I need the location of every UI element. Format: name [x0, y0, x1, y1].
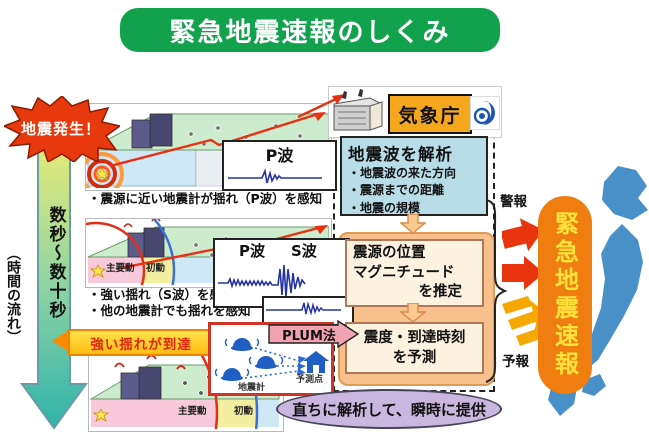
- panel-2-initial-motion-label: 初動: [146, 263, 166, 274]
- earthquake-start-label: 地震発生！: [20, 120, 101, 138]
- panel-2-main-motion-label: 主要動: [106, 263, 135, 274]
- analyze-title: 地震波を解析: [348, 145, 453, 164]
- plum-method-label: PLUM法: [282, 328, 336, 344]
- panel-2-s-wave-detected: [16, 191, 332, 351]
- analyze-bullet-2: ・震源までの距離: [348, 183, 445, 198]
- plum-arrow: [268, 320, 360, 348]
- other-waveform: [266, 301, 341, 316]
- p-s-waveform: [218, 264, 306, 298]
- analyze-box: 地震波を解析 ・地震波の来た方向 ・震源までの距離 ・地震の規模: [340, 136, 488, 216]
- output-brace: [485, 199, 508, 383]
- jma-agency-box: 気象庁: [388, 94, 472, 134]
- strong-shake-arrival-box: 強い揺れが到達: [68, 329, 214, 356]
- page-title: 緊急地震速報のしくみ: [120, 8, 500, 52]
- s-wave-label: S波: [291, 242, 317, 260]
- predict-line-2: を予測: [392, 350, 437, 367]
- analyze-bullet-3: ・地震の規模: [348, 200, 421, 215]
- seismometer-label: 地震計: [238, 383, 266, 393]
- estimate-line-3: を推定: [418, 284, 463, 301]
- warning-arrows-icon: [502, 218, 544, 290]
- note-ellipse: 直ちに解析して、瞬時に提供: [276, 389, 502, 429]
- panel-2-caption-2: ・他の地震計でも揺れを感知: [88, 303, 251, 318]
- analyze-bullet-1: ・地震波の来た方向: [348, 166, 457, 180]
- jma-building-icon: [333, 89, 383, 131]
- wave-to-jma-arrow: [297, 94, 345, 119]
- forecast-label: 予報: [502, 354, 529, 370]
- estimate-box: 震源の位置 マグニチュード を推定: [345, 239, 484, 307]
- predict-line-1: 震度・到達時刻: [363, 330, 466, 346]
- estimate-line-2: マグニチュード: [353, 264, 455, 281]
- plum-illustration: [214, 338, 329, 381]
- eew-label: 緊急地震速報: [550, 211, 579, 379]
- strong-shake-left-arrow: [52, 330, 69, 352]
- jma-logo-icon: [470, 96, 500, 130]
- panel-3-main-motion-label: 主要動: [178, 406, 207, 417]
- down-arrow-2: [400, 303, 426, 323]
- panel-2-caption-1: ・強い揺れ（S波）を感知: [88, 287, 235, 302]
- p-wave-box: P波: [222, 140, 337, 191]
- predict-box: 震度・到達時刻 を予測: [345, 322, 484, 374]
- p-wave-label: P波: [265, 146, 294, 165]
- eew-pill: 緊急地震速報: [538, 196, 592, 394]
- warning-label: 警報: [500, 194, 527, 210]
- p-wave-label-2: P波: [239, 242, 265, 260]
- timeline-flow-label: （時間の流れ）: [5, 246, 21, 344]
- down-arrow-1: [400, 214, 426, 234]
- prediction-site-label: 予測点: [296, 375, 324, 385]
- earthquake-starburst-icon: [4, 96, 120, 162]
- estimate-line-1: 震源の位置: [353, 245, 426, 261]
- timeline-duration-label: 数秒～数十秒: [45, 206, 66, 320]
- panel-1-caption: ・震源に近い地震計が揺れ（P波）を感知: [88, 191, 323, 206]
- panel-3-initial-motion-label: 初動: [234, 406, 254, 417]
- p-waveform: [228, 168, 322, 184]
